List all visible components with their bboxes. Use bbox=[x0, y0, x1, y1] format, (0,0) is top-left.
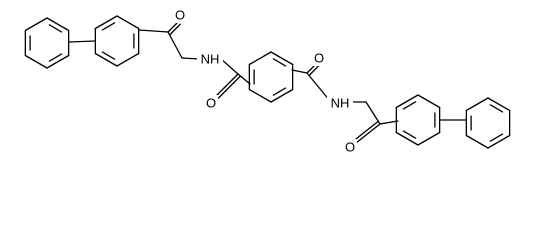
ring-terminal-left-double-bond bbox=[48, 53, 63, 62]
ring-terminal-right-double-bond bbox=[489, 133, 504, 142]
atom-label-nh2: NH bbox=[331, 96, 350, 111]
ring-central-bond bbox=[248, 51, 272, 66]
ring-biphenyl-right-bond bbox=[395, 131, 419, 146]
bond-amide-n-right bbox=[306, 72, 331, 102]
bond-carbonyl-left bbox=[167, 21, 179, 33]
ring-terminal-left-bond bbox=[24, 54, 48, 69]
bond-carbonyl-right bbox=[355, 123, 381, 144]
ring-central-double-bond bbox=[272, 87, 287, 96]
atom-label-layer: O NH O O NH O bbox=[173, 7, 357, 155]
ring-biphenyl-left-double-bond bbox=[101, 51, 116, 60]
bond-amide-co-right-second bbox=[308, 64, 320, 76]
bond-carbonyl-ch2-left bbox=[167, 31, 183, 59]
atom-label-nh1: NH bbox=[201, 52, 220, 67]
bond-carbonyl-left-second bbox=[169, 23, 181, 35]
bond-carbonyl-aryl-right bbox=[379, 120, 399, 125]
bond-amide-ring-left bbox=[237, 73, 251, 85]
atom-label-o3: O bbox=[314, 51, 324, 66]
atom-o1: O bbox=[173, 7, 187, 23]
ring-central-bond bbox=[270, 88, 294, 103]
ring-biphenyl-right-bond bbox=[417, 94, 441, 109]
ring-biphenyl-left-bond bbox=[116, 15, 140, 30]
ring-terminal-left-double-bond bbox=[48, 24, 63, 33]
bond-amide-co-left bbox=[215, 73, 239, 97]
bond-ch2-n-left bbox=[181, 57, 200, 60]
ring-terminal-right-bond bbox=[465, 134, 489, 149]
atom-nh2: NH bbox=[327, 95, 353, 111]
bond-n-amide-left bbox=[220, 58, 239, 75]
ring-biphenyl-right-double-bond bbox=[402, 130, 417, 139]
bond-aryl-carbonyl-left bbox=[138, 29, 169, 33]
atom-label-o1: O bbox=[175, 8, 185, 23]
atom-label-o2: O bbox=[206, 96, 216, 111]
ring-central-bond bbox=[248, 88, 272, 103]
ring-biphenyl-left-double-bond bbox=[101, 22, 116, 31]
ring-biphenyl-right-bond bbox=[395, 94, 419, 109]
ring-biphenyl-left-bond bbox=[94, 52, 118, 67]
bond-ring-amide-right bbox=[291, 69, 308, 74]
ring-biphenyl-right-double-bond bbox=[402, 101, 417, 110]
bond-ch2-carbonyl-right bbox=[365, 101, 381, 125]
ring-terminal-right-double-bond bbox=[489, 104, 504, 113]
ring-terminal-left-bond bbox=[24, 17, 48, 32]
ring-terminal-left-bond bbox=[46, 54, 70, 69]
bond-amide-co-left-second bbox=[217, 75, 241, 99]
chemical-structure-diagram: O NH O O NH O bbox=[24, 7, 511, 155]
atom-o4: O bbox=[343, 139, 357, 155]
atom-o3: O bbox=[312, 50, 326, 66]
ring-biphenyl-left-bond bbox=[116, 52, 140, 67]
ring-biphenyl-left-bond bbox=[94, 15, 118, 30]
bond-biphenyl-link-left bbox=[68, 40, 96, 43]
bond-layer bbox=[24, 15, 511, 149]
atom-o2: O bbox=[204, 95, 218, 111]
atom-label-o4: O bbox=[345, 140, 355, 155]
ring-terminal-left-bond bbox=[46, 17, 70, 32]
bond-carbonyl-right-second bbox=[353, 120, 379, 142]
atom-nh1: NH bbox=[197, 51, 223, 67]
ring-terminal-right-bond bbox=[465, 97, 489, 112]
ring-terminal-right-bond bbox=[487, 134, 511, 149]
ring-terminal-right-bond bbox=[487, 97, 511, 112]
ring-biphenyl-right-bond bbox=[417, 131, 441, 146]
ring-central-bond bbox=[270, 51, 294, 66]
ring-central-double-bond bbox=[272, 58, 287, 67]
